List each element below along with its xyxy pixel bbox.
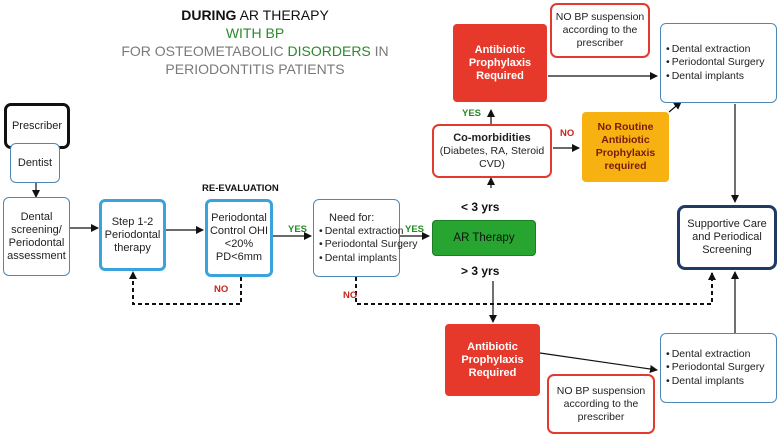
- title-line-2: WITH BP: [225, 25, 285, 41]
- no-routine-prophylaxis-label: No Routine Antibiotic Prophylaxis requir…: [595, 121, 656, 172]
- no-label-comorbidities: NO: [560, 128, 575, 139]
- no-bp-suspension-bottom-label: NO BP suspension according to the prescr…: [556, 384, 646, 423]
- yes-label-need: YES: [405, 224, 425, 235]
- comorbidities-detail: (Diabetes, RA, Steroid CVD): [439, 144, 545, 170]
- title-line-3-prefix: FOR OSTEOMETABOLIC: [121, 43, 288, 59]
- arrow-noroutine-proc: [668, 101, 682, 113]
- procedure-top-surgery: Periodontal Surgery: [666, 56, 765, 70]
- supportive-care-label: Supportive Care and Periodical Screening: [687, 218, 767, 256]
- no-bp-suspension-bottom-box: NO BP suspension according to the prescr…: [547, 374, 655, 434]
- antibiotic-prophylaxis-top-box: Antibiotic Prophylaxis Required: [453, 24, 547, 102]
- title-line-1: DURING AR THERAPY: [110, 6, 400, 24]
- need-for-box: Need for: Dental extraction Periodontal …: [313, 199, 418, 277]
- title-line-3-suffix: IN: [370, 43, 389, 59]
- screening-box: Dental screening/ Periodontal assessment: [3, 197, 70, 276]
- no-label-need: NO: [343, 290, 358, 301]
- title-line-4: PERIODONTITIS PATIENTS: [165, 61, 345, 77]
- procedures-top-list: Dental extraction Periodontal Surgery De…: [666, 43, 765, 84]
- prescriber-label: Prescriber: [11, 119, 63, 132]
- procedure-top-extraction: Dental extraction: [666, 43, 765, 57]
- procedure-bottom-extraction: Dental extraction: [666, 348, 765, 362]
- title-ar-therapy: AR THERAPY: [236, 7, 329, 23]
- need-item-surgery: Periodontal Surgery: [319, 238, 418, 252]
- title-during: DURING: [181, 7, 237, 23]
- step12-box: Step 1-2 Periodontal therapy: [99, 199, 166, 271]
- yes-label-control: YES: [288, 224, 308, 235]
- step12-label: Step 1-2 Periodontal therapy: [104, 215, 161, 254]
- procedures-bottom-box: Dental extraction Periodontal Surgery De…: [660, 333, 777, 403]
- procedures-bottom-list: Dental extraction Periodontal Surgery De…: [666, 348, 765, 389]
- procedures-top-box: Dental extraction Periodontal Surgery De…: [660, 23, 777, 103]
- comorbidities-box: Co-morbidities (Diabetes, RA, Steroid CV…: [432, 124, 552, 178]
- ar-therapy-box: AR Therapy: [432, 220, 536, 256]
- title-line-3-highlight: DISORDERS: [287, 43, 371, 59]
- no-routine-prophylaxis-box: No Routine Antibiotic Prophylaxis requir…: [582, 112, 669, 182]
- yes-label-comorbidities: YES: [462, 108, 482, 119]
- comorbidities-title: Co-morbidities: [453, 131, 531, 144]
- reevaluation-label: RE-EVALUATION: [202, 183, 279, 194]
- procedure-bottom-surgery: Periodontal Surgery: [666, 361, 765, 375]
- supportive-care-box: Supportive Care and Periodical Screening: [677, 205, 777, 270]
- more-than-3-years-label: > 3 yrs: [461, 264, 500, 278]
- need-item-implants: Dental implants: [319, 252, 418, 266]
- antibiotic-prophylaxis-bottom-label: Antibiotic Prophylaxis Required: [461, 340, 524, 379]
- no-bp-suspension-top-label: NO BP suspension according to the prescr…: [555, 11, 645, 49]
- periodontal-control-box: Periodontal Control OHI <20% PD<6mm: [205, 199, 273, 277]
- no-label-control: NO: [214, 284, 229, 295]
- need-for-title: Need for:: [329, 211, 375, 224]
- less-than-3-years-label: < 3 yrs: [461, 200, 500, 214]
- dashed-need-to-supportive: [355, 272, 716, 305]
- need-for-list: Dental extraction Periodontal Surgery De…: [319, 225, 418, 266]
- dentist-box: Dentist: [10, 143, 60, 183]
- ar-therapy-label: AR Therapy: [453, 231, 515, 244]
- prescriber-box: Prescriber: [4, 103, 70, 149]
- need-for-content: Need for: Dental extraction Periodontal …: [319, 211, 418, 266]
- no-bp-suspension-top-box: NO BP suspension according to the prescr…: [550, 3, 650, 58]
- procedure-bottom-implants: Dental implants: [666, 375, 765, 389]
- need-item-extraction: Dental extraction: [319, 225, 418, 239]
- antibiotic-prophylaxis-top-label: Antibiotic Prophylaxis Required: [468, 43, 532, 82]
- title-line-3: FOR OSTEOMETABOLIC DISORDERS IN: [110, 42, 400, 60]
- arrow-abx-bottom-proc: [539, 352, 658, 373]
- dashed-control-back-to-step12: [129, 271, 242, 305]
- screening-label: Dental screening/ Periodontal assessment: [7, 210, 66, 262]
- procedure-top-implants: Dental implants: [666, 70, 765, 84]
- diagram-title: DURING AR THERAPY WITH BP FOR OSTEOMETAB…: [110, 6, 400, 78]
- dentist-label: Dentist: [17, 156, 53, 169]
- periodontal-control-label: Periodontal Control OHI <20% PD<6mm: [209, 212, 269, 263]
- antibiotic-prophylaxis-bottom-box: Antibiotic Prophylaxis Required: [445, 324, 540, 396]
